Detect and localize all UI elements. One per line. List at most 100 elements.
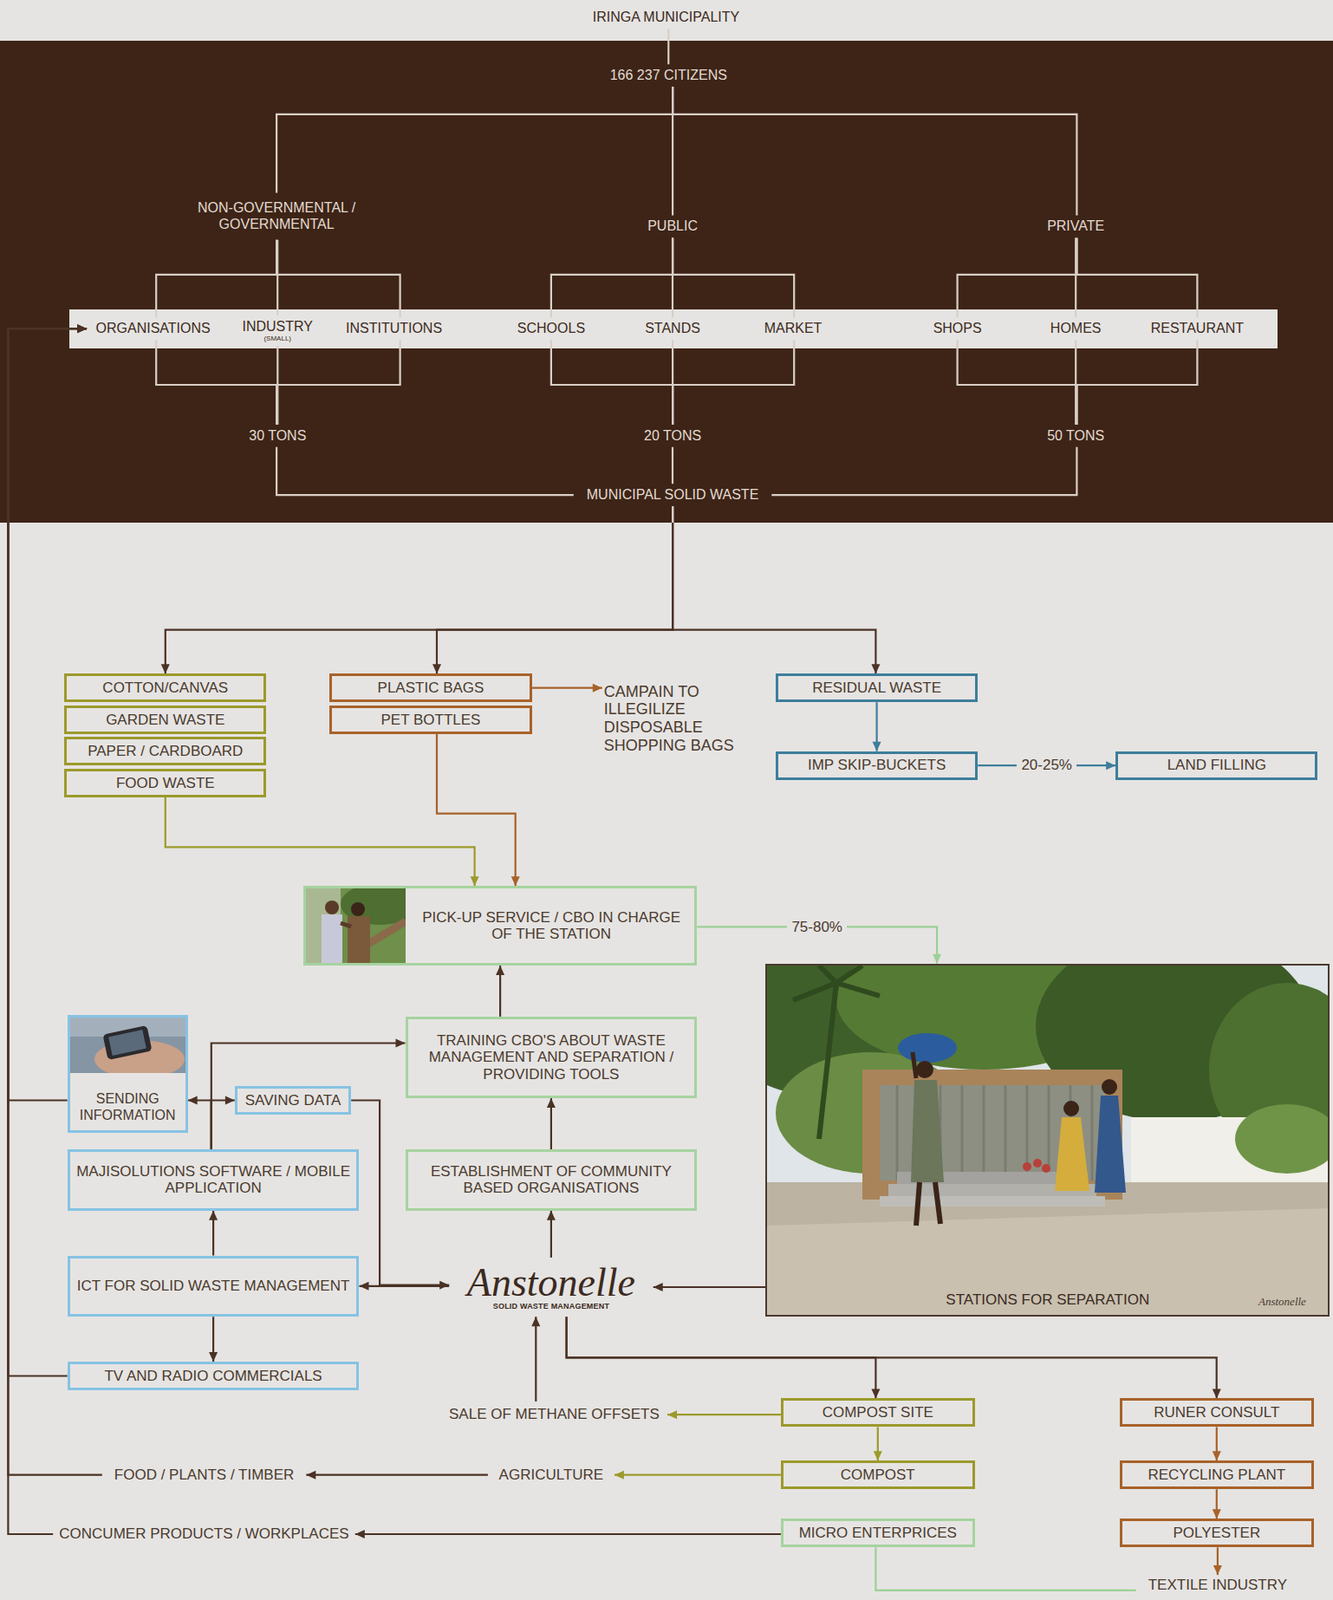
node-text: MICRO ENTERPRICES — [799, 1524, 957, 1542]
connector — [873, 1426, 883, 1461]
connector-line — [1076, 237, 1197, 318]
arrowhead — [592, 683, 603, 693]
arrowhead — [208, 1352, 218, 1362]
connector — [531, 1316, 540, 1402]
node-text: RUNER CONSULT — [1153, 1404, 1280, 1422]
arrowhead — [439, 1280, 449, 1290]
connector — [7, 324, 87, 1535]
connector-line — [156, 240, 277, 318]
process-box: RUNER CONSULT — [1119, 1398, 1314, 1427]
process-box: PAPER / CARDBOARD — [64, 736, 267, 766]
category-label: MARKET — [753, 317, 833, 340]
connector-line — [156, 339, 277, 425]
connector — [208, 1316, 218, 1362]
watermark: Anstonelle — [1258, 1294, 1307, 1309]
text-node: FOOD / PLANTS / TIMBER — [102, 1463, 307, 1488]
heading-text: IRINGA MUNICIPALITY — [572, 6, 761, 29]
node-text: STANDS — [644, 320, 701, 337]
arrowhead — [932, 954, 942, 964]
node-text: SAVING DATA — [245, 1092, 342, 1110]
node-text: 20 TONS — [643, 428, 702, 444]
connector — [546, 1098, 556, 1150]
node-text: FOOD / PLANTS / TIMBER — [114, 1466, 295, 1484]
group-label: PRIVATE — [1034, 215, 1117, 239]
connector — [668, 28, 670, 65]
connector — [1212, 1489, 1222, 1519]
connector — [1076, 339, 1197, 425]
icon-box: SENDING INFORMATION — [67, 1014, 189, 1134]
note-text: CAMPAIN TO ILLEGILIZE DISPOSABLE SHOPPIN… — [602, 671, 756, 766]
total-label: MUNICIPAL SOLID WASTE — [573, 483, 773, 507]
connector-line — [653, 1286, 767, 1288]
connector-line — [672, 237, 794, 318]
category-label: SHOPS — [923, 317, 993, 340]
process-box: COTTON/CANVAS — [64, 673, 267, 703]
arrowhead — [355, 1529, 365, 1539]
arrowhead — [1212, 1508, 1222, 1519]
node-text: COMPOST SITE — [822, 1404, 934, 1422]
people-photo — [305, 888, 406, 963]
connector-line — [211, 1100, 235, 1151]
node-text: INSTITUTIONS — [345, 320, 443, 337]
process-box: COMPOST — [780, 1460, 976, 1490]
group-label: PUBLIC — [631, 215, 714, 239]
node-text: 30 TONS — [248, 428, 306, 444]
connector — [551, 339, 673, 425]
node-subtext: (SMALL) — [263, 335, 292, 343]
quantity-label: 20 TONS — [626, 424, 719, 448]
node-text: IMP SKIP-BUCKETS — [807, 756, 946, 774]
process-box: LAND FILLING — [1115, 751, 1318, 781]
node-text: PRIVATE — [1046, 218, 1105, 235]
arrowhead — [225, 1095, 235, 1105]
connector — [156, 240, 277, 318]
process-box: MAJISOLUTIONS SOFTWARE / MOBILE APPLICAT… — [67, 1149, 360, 1211]
node-text: COMPOST — [840, 1466, 916, 1484]
connector-line — [305, 1474, 488, 1477]
connector-line — [1076, 339, 1197, 425]
connector — [614, 1470, 781, 1480]
node-text: HOMES — [1050, 320, 1102, 337]
process-box: ESTABLISHMENT OF COMMUNITY BASED ORGANIS… — [405, 1149, 698, 1211]
connector — [1076, 237, 1197, 318]
connector-line — [551, 339, 673, 425]
node-text: INDUSTRY — [241, 318, 313, 335]
connector — [653, 1282, 767, 1292]
node-text: TRAINING CBO'S ABOUT WASTE MANAGEMENT AN… — [413, 1032, 690, 1084]
node-text: Anstonelle — [467, 1262, 636, 1303]
connector-line — [672, 506, 876, 674]
node-text: PLASTIC BAGS — [377, 679, 485, 697]
node-text: CAMPAIN TO ILLEGILIZE DISPOSABLE SHOPPIN… — [604, 682, 755, 755]
arrowhead — [77, 324, 87, 333]
node-text: PAPER / CARDBOARD — [87, 742, 243, 761]
node-text: IRINGA MUNICIPALITY — [592, 9, 741, 26]
text-node: TEXTILE INDUSTRY — [1136, 1574, 1300, 1596]
arrowhead — [546, 1098, 556, 1108]
connector — [351, 1100, 449, 1290]
node-text: SENDING INFORMATION — [73, 1091, 183, 1124]
connector-line — [211, 1043, 406, 1151]
connector — [667, 1410, 781, 1419]
connector-line — [672, 339, 794, 425]
service-box: PICK-UP SERVICE / CBO IN CHARGE OF THE S… — [303, 885, 698, 966]
connector — [7, 324, 87, 1376]
connector — [957, 237, 1078, 318]
node-text: PET BOTTLES — [381, 711, 482, 729]
node-text: TEXTILE INDUSTRY — [1148, 1576, 1288, 1594]
node-text: TV AND RADIO COMMERCIALS — [104, 1367, 322, 1386]
arrowhead — [77, 324, 87, 333]
connector-line — [875, 1547, 1136, 1591]
photo-box: STATIONS FOR SEPARATION — [765, 963, 1330, 1318]
process-box: GARDEN WASTE — [64, 705, 267, 735]
node-text: ORGANISATIONS — [96, 320, 211, 337]
connector-line — [188, 1100, 212, 1151]
logo: AnstonelleSOLID WASTE MANAGEMENT — [448, 1257, 654, 1317]
process-box: ICT FOR SOLID WASTE MANAGEMENT — [67, 1255, 360, 1318]
arrowhead — [188, 1095, 198, 1105]
connector-line — [436, 506, 673, 674]
connector — [875, 1547, 1136, 1591]
connector-line — [532, 687, 603, 690]
connector — [495, 965, 505, 1017]
connector-line — [276, 86, 673, 194]
arrowhead — [653, 1282, 664, 1292]
connector-line — [771, 447, 1077, 495]
